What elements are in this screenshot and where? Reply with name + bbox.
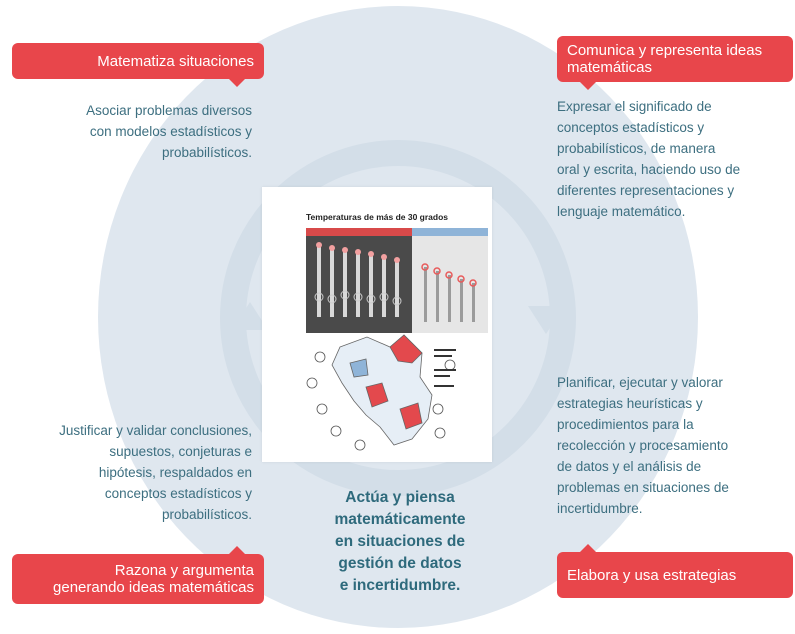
desc-line: diferentes representaciones y [557,183,735,198]
desc-line: probabilísticos. [161,145,252,160]
red-markers-group [316,242,400,263]
desc-line: oral y escrita, haciendo uso de [557,162,741,177]
center-title-line: gestión de datos [338,555,462,572]
desc-line: Planificar, ejecutar y valorar [557,375,723,390]
desc-line: probabilísticos, de manera [557,141,716,156]
panel-header-blue [412,228,488,236]
light-markers-group [421,263,477,287]
thermometer [369,253,373,317]
desc-matematiza: Asociar problemas diversos con modelos e… [30,100,252,163]
map-legend-text [434,349,456,387]
tag-tail [228,78,246,87]
cycle-arrow-left-icon [232,302,268,330]
tag-elabora-label: Elabora y usa estrategias [567,566,737,584]
map-icons-group [306,351,456,451]
thermometer [395,259,399,317]
tag-razona-label-2: generando ideas matemáticas [53,579,254,596]
thermometers-group [314,245,402,317]
cycle-ring-band [220,140,576,496]
tag-elabora: Elabora y usa estrategias [557,544,793,598]
desc-line: Asociar problemas diversos [86,103,252,118]
desc-line: hipótesis, respaldados en [98,465,252,480]
panel-header-red [306,228,412,236]
desc-line: de datos y el análisis de [557,459,702,474]
thermometer [343,249,347,317]
center-title-line: matemáticamente [334,511,466,528]
tag-matematiza: Matematiza situaciones [12,43,264,87]
desc-line: con modelos estadísticos y [89,124,252,139]
tag-razona-label-1: Razona y argumenta [114,562,254,579]
desc-line: Expresar el significado de [557,99,712,114]
tag-comunica-label-2: matemáticas [567,59,653,76]
desc-line: problemas en situaciones de [557,480,729,495]
desc-elabora: Planificar, ejecutar y valorar estrategi… [557,372,789,519]
thermometer [356,251,360,317]
light-thermometers-group [424,267,475,322]
cycle-arrow-right-icon [528,306,564,334]
tag-matematiza-label: Matematiza situaciones [97,52,254,70]
desc-line: procedimientos para la [557,417,694,432]
desc-line: supuestos, conjeturas e [109,444,252,459]
infographic-title: Temperaturas de más de 30 grados [306,212,448,222]
thermometer [382,255,386,317]
desc-line: probabilísticos. [161,507,252,522]
tag-tail [579,544,597,553]
tag-tail [228,546,246,555]
desc-line: conceptos estadísticos y [104,486,252,501]
center-infographic: Temperaturas de más de 30 grados [262,187,492,462]
map-region-red [399,402,423,430]
center-title-line: Actúa y piensa [345,489,455,506]
desc-line: conceptos estadísticos y [557,120,705,135]
desc-line: estrategias heurísticas y [557,396,703,411]
desc-razona: Justificar y validar conclusiones, supue… [4,420,252,525]
thermometer [317,245,321,317]
desc-line: recolección y procesamiento [557,438,729,453]
peru-map [331,334,433,446]
tag-comunica: Comunica y representa ideas matemáticas [557,36,793,90]
desc-comunica: Expresar el significado de conceptos est… [557,96,789,222]
desc-line: incertidumbre. [557,501,643,516]
map-region-red [389,334,423,364]
desc-line: lenguaje matemático. [557,204,686,219]
map-region-red [365,382,389,408]
center-title-line: en situaciones de [334,533,466,550]
center-title: Actúa y piensa matemáticamente en situac… [310,487,490,597]
center-title-line: e incertidumbre. [339,577,461,594]
desc-line: Justificar y validar conclusiones, [59,423,252,438]
tag-comunica-label-1: Comunica y representa ideas [567,42,763,59]
tag-razona: Razona y argumenta generando ideas matem… [12,546,264,604]
thermometer [330,247,334,317]
tag-tail [579,81,597,90]
map-region-blue [349,358,369,378]
